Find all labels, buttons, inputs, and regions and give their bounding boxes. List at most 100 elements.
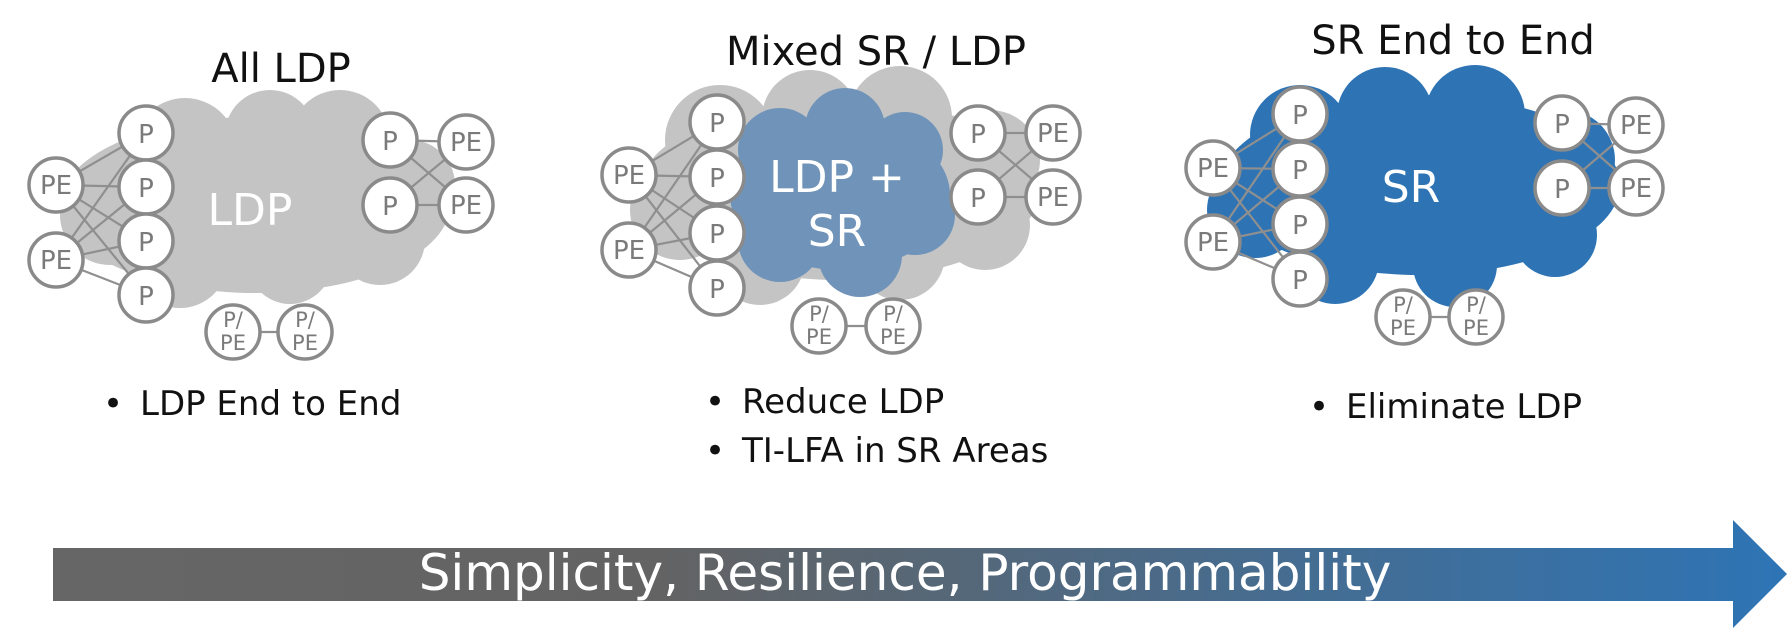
p-router: P [688,204,746,262]
bullet-list: • LDP End to End [103,384,401,424]
pe-router: PE [27,156,85,214]
bullet-item: Reduce LDP [742,382,944,422]
panel-title: SR End to End [1311,18,1595,64]
svg-text:PE: PE [880,325,906,349]
pe-router: PE [1184,139,1242,197]
svg-text:P: P [1554,175,1570,205]
bullet-dot: • [705,382,725,422]
svg-text:PE: PE [1390,316,1416,340]
cloud-label: SR [1382,162,1441,213]
panel-title: All LDP [211,46,351,92]
cloud-label: LDP + [769,152,905,203]
pe-router: PE [27,231,85,289]
p-pe-router: P/ PE [204,303,262,361]
svg-text:PE: PE [613,236,645,266]
p-router: P [1271,140,1329,198]
svg-text:PE: PE [40,246,72,276]
pe-router: PE [1024,104,1082,162]
svg-text:P/: P/ [223,308,244,332]
panel-mixed-sr-ldp: Mixed SR / LDP LDP + SR [600,29,1082,471]
svg-text:PE: PE [40,171,72,201]
svg-text:PE: PE [220,331,246,355]
svg-text:P: P [138,228,154,258]
p-router: P [1271,250,1329,308]
p-router: P [688,93,746,151]
pe-router: PE [437,176,495,234]
pe-router: PE [1607,96,1665,154]
p-router: P [949,104,1007,162]
bullet-item: TI-LFA in SR Areas [741,431,1048,471]
p-router: P [1271,195,1329,253]
p-router: P [117,212,175,270]
svg-text:P/: P/ [295,308,316,332]
p-router: P [688,148,746,206]
bullet-dot: • [705,431,725,471]
p-pe-router: P/ PE [276,303,334,361]
svg-text:P: P [382,192,398,222]
progression-arrow: Simplicity, Resilience, Programmability [53,520,1787,628]
svg-text:P: P [1292,156,1308,186]
svg-text:P: P [1292,266,1308,296]
svg-text:P: P [970,120,986,150]
pe-router: PE [1024,168,1082,226]
bullet-list: • Reduce LDP • TI-LFA in SR Areas [705,382,1048,471]
p-pe-router: P/ PE [1374,288,1432,346]
p-router: P [1533,94,1591,152]
svg-text:P: P [138,282,154,312]
p-router: P [117,158,175,216]
pe-router: PE [600,221,658,279]
cloud-label: LDP [208,185,293,236]
svg-text:PE: PE [1620,111,1652,141]
svg-text:P: P [382,127,398,157]
svg-text:P: P [138,174,154,204]
pe-router: PE [600,146,658,204]
cloud-label: SR [808,206,867,257]
svg-text:P/: P/ [809,302,830,326]
pe-router: PE [1184,213,1242,271]
bullet-item: Eliminate LDP [1346,387,1582,427]
p-router: P [1271,85,1329,143]
svg-text:P: P [1292,101,1308,131]
p-router: P [117,266,175,324]
svg-text:P: P [709,164,725,194]
svg-text:PE: PE [1463,316,1489,340]
pe-router: PE [437,113,495,171]
pe-router: PE [1607,159,1665,217]
bullet-dot: • [1309,387,1329,427]
svg-text:PE: PE [806,325,832,349]
svg-text:P/: P/ [1393,293,1414,317]
p-router: P [361,176,419,234]
svg-text:P: P [138,120,154,150]
p-router: P [688,259,746,317]
svg-text:PE: PE [450,128,482,158]
bullet-dot: • [103,384,123,424]
p-router: P [1533,159,1591,217]
p-pe-router: P/ PE [1447,288,1505,346]
svg-text:PE: PE [1620,174,1652,204]
svg-text:PE: PE [1197,228,1229,258]
svg-text:P: P [709,275,725,305]
svg-text:PE: PE [1037,183,1069,213]
svg-text:P/: P/ [883,302,904,326]
svg-text:PE: PE [1037,119,1069,149]
arrow-label: Simplicity, Resilience, Programmability [419,544,1392,602]
svg-text:P: P [709,220,725,250]
svg-text:PE: PE [450,191,482,221]
svg-text:P/: P/ [1466,293,1487,317]
sr-cloud [730,88,955,297]
svg-text:PE: PE [1197,154,1229,184]
bullet-list: • Eliminate LDP [1309,387,1582,427]
p-router: P [949,168,1007,226]
panel-title: Mixed SR / LDP [726,29,1026,75]
p-router: P [117,104,175,162]
svg-text:PE: PE [613,161,645,191]
svg-text:PE: PE [292,331,318,355]
bullet-item: LDP End to End [140,384,401,424]
svg-text:P: P [1292,211,1308,241]
svg-text:P: P [1554,110,1570,140]
svg-text:P: P [970,184,986,214]
p-pe-router: P/ PE [864,297,922,355]
svg-text:P: P [709,109,725,139]
p-pe-router: P/ PE [790,297,848,355]
